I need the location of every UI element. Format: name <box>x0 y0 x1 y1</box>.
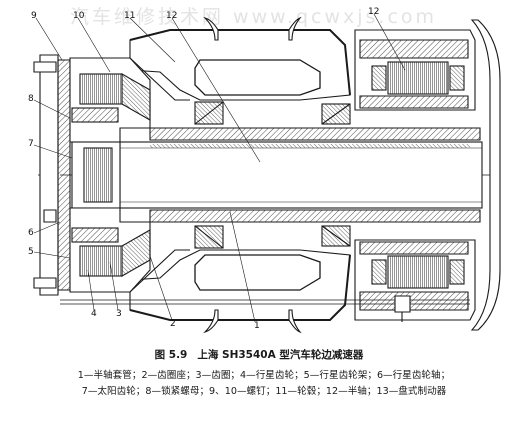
callout-10: 10 <box>73 11 85 21</box>
callout-8: 8 <box>28 94 34 104</box>
figure-title: 上海 SH3540A 型汽车轮边减速器 <box>197 349 364 361</box>
callout-1: 1 <box>254 321 260 331</box>
legend-line-2: 7—太阳齿轮；8—锁紧螺母；9、10—螺钉；11—轮毂；12—半轴；13—盘式制… <box>81 386 447 397</box>
legend-line-1: 1—半轴套管；2—齿圈座；3—齿圈；4—行星齿轮；5—行星齿轮架；6—行星齿轮轴… <box>77 370 451 381</box>
figure-title-line: 图 5.9 上海 SH3540A 型汽车轮边减速器 <box>0 347 528 362</box>
callout-11: 11 <box>124 11 136 21</box>
callout-6: 6 <box>28 228 34 238</box>
callout-3: 3 <box>116 309 122 319</box>
callout-12-top-left: 12 <box>166 11 178 21</box>
callout-4: 4 <box>91 309 97 319</box>
callout-12-top-right: 12 <box>368 7 380 17</box>
callout-2: 2 <box>170 319 176 329</box>
figure-number: 图 5.9 <box>154 349 188 361</box>
callout-9: 9 <box>31 11 37 21</box>
callout-5: 5 <box>28 247 34 257</box>
figure-caption: 图 5.9 上海 SH3540A 型汽车轮边减速器 1—半轴套管；2—齿圈座；3—… <box>0 347 528 400</box>
watermark-text: 汽车维修技术网 www.qcwxjs.com <box>70 6 438 28</box>
wheel-reducer-drawing <box>33 13 501 334</box>
callout-7: 7 <box>28 139 34 149</box>
